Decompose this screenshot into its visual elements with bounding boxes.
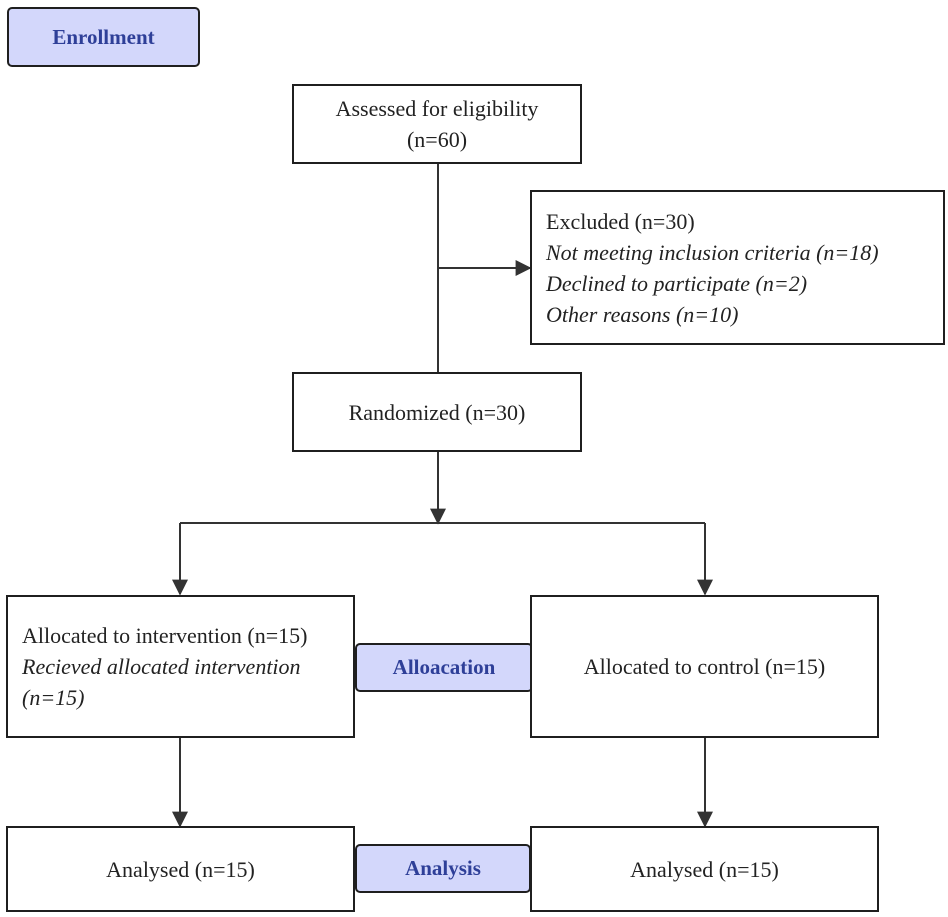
analysed-control-label: Analysed (n=15)	[630, 856, 779, 882]
excluded-reason-other: Other reasons (n=10)	[546, 301, 739, 327]
intervention-box: Allocated to intervention (n=15) Recieve…	[6, 595, 355, 738]
assessed-count: (n=60)	[406, 127, 468, 152]
excluded-reason-inclusion: Not meeting inclusion criteria (n=18)	[546, 239, 879, 265]
assessed-box: Assessed for eligibility (n=60)	[292, 84, 582, 164]
excluded-title: Excluded (n=30)	[546, 208, 695, 234]
randomized-box: Randomized (n=30)	[292, 372, 582, 452]
randomized-label: Randomized (n=30)	[348, 399, 526, 425]
control-box: Allocated to control (n=15)	[530, 595, 879, 738]
enrollment-stage-label: Enrollment	[7, 7, 200, 67]
intervention-received: Recieved allocated intervention	[22, 654, 301, 679]
analysed-intervention-label: Analysed (n=15)	[106, 856, 255, 882]
excluded-reason-declined: Declined to participate (n=2)	[546, 270, 808, 296]
analysed-control-box: Analysed (n=15)	[530, 826, 879, 912]
intervention-title: Allocated to intervention (n=15)	[22, 623, 308, 648]
assessed-label: Assessed for eligibility	[335, 96, 539, 121]
excluded-box: Excluded (n=30) Not meeting inclusion cr…	[530, 190, 945, 345]
analysis-stage-label: Analysis	[355, 844, 531, 893]
allocation-stage-label: Alloacation	[355, 643, 533, 692]
intervention-received-count: (n=15)	[22, 685, 85, 710]
analysed-intervention-box: Analysed (n=15)	[6, 826, 355, 912]
control-label: Allocated to control (n=15)	[583, 654, 826, 679]
